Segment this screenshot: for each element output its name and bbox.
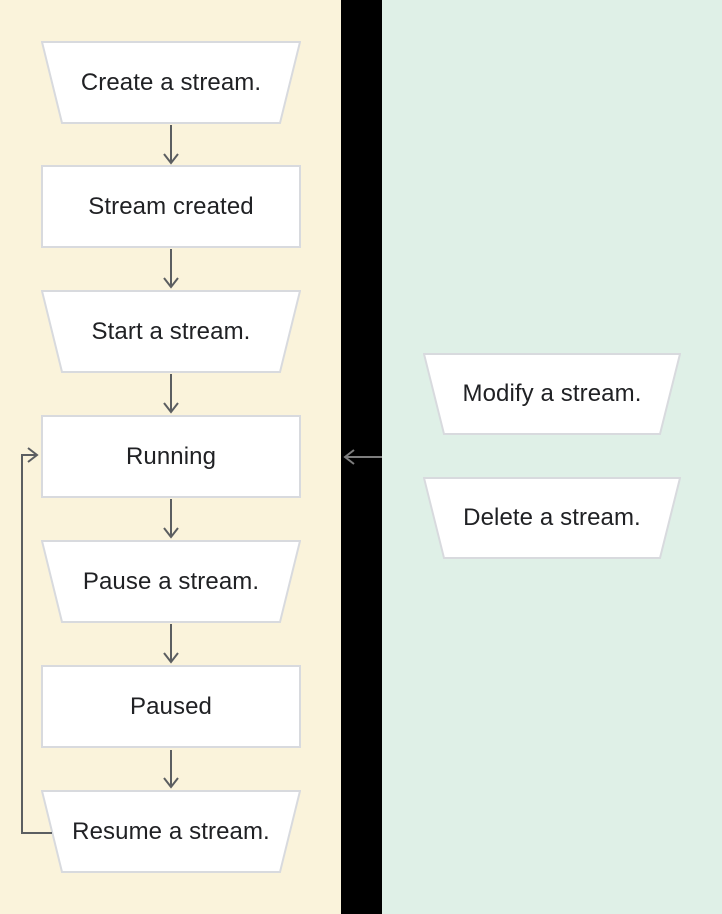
- trapezoid-shape: [423, 477, 681, 559]
- trapezoid-shape: [41, 290, 301, 373]
- node-label: Paused: [130, 692, 212, 720]
- node-label: Start a stream.: [91, 317, 251, 345]
- node-label: Stream created: [88, 192, 254, 220]
- node-label: Create a stream.: [80, 68, 262, 96]
- trapezoid-shape: [41, 790, 301, 873]
- node-delete-a-stream: Delete a stream.: [423, 477, 681, 559]
- node-resume-a-stream: Resume a stream.: [41, 790, 301, 873]
- node-label: Running: [125, 442, 217, 470]
- node-running: Running: [41, 415, 301, 498]
- node-label: Pause a stream.: [82, 567, 260, 595]
- node-create-a-stream: Create a stream.: [41, 41, 301, 124]
- node-label: Modify a stream.: [462, 380, 642, 407]
- node-stream-created: Stream created: [41, 165, 301, 248]
- node-pause-a-stream: Pause a stream.: [41, 540, 301, 623]
- node-label: Delete a stream.: [463, 504, 641, 531]
- node-start-a-stream: Start a stream.: [41, 290, 301, 373]
- node-modify-a-stream: Modify a stream.: [423, 353, 681, 435]
- trapezoid-shape: [41, 540, 301, 623]
- node-label: Resume a stream.: [72, 817, 270, 845]
- actions-panel-background: [382, 0, 722, 914]
- panel-divider: [341, 0, 382, 914]
- node-paused: Paused: [41, 665, 301, 748]
- trapezoid-shape: [423, 353, 681, 435]
- trapezoid-shape: [41, 41, 301, 124]
